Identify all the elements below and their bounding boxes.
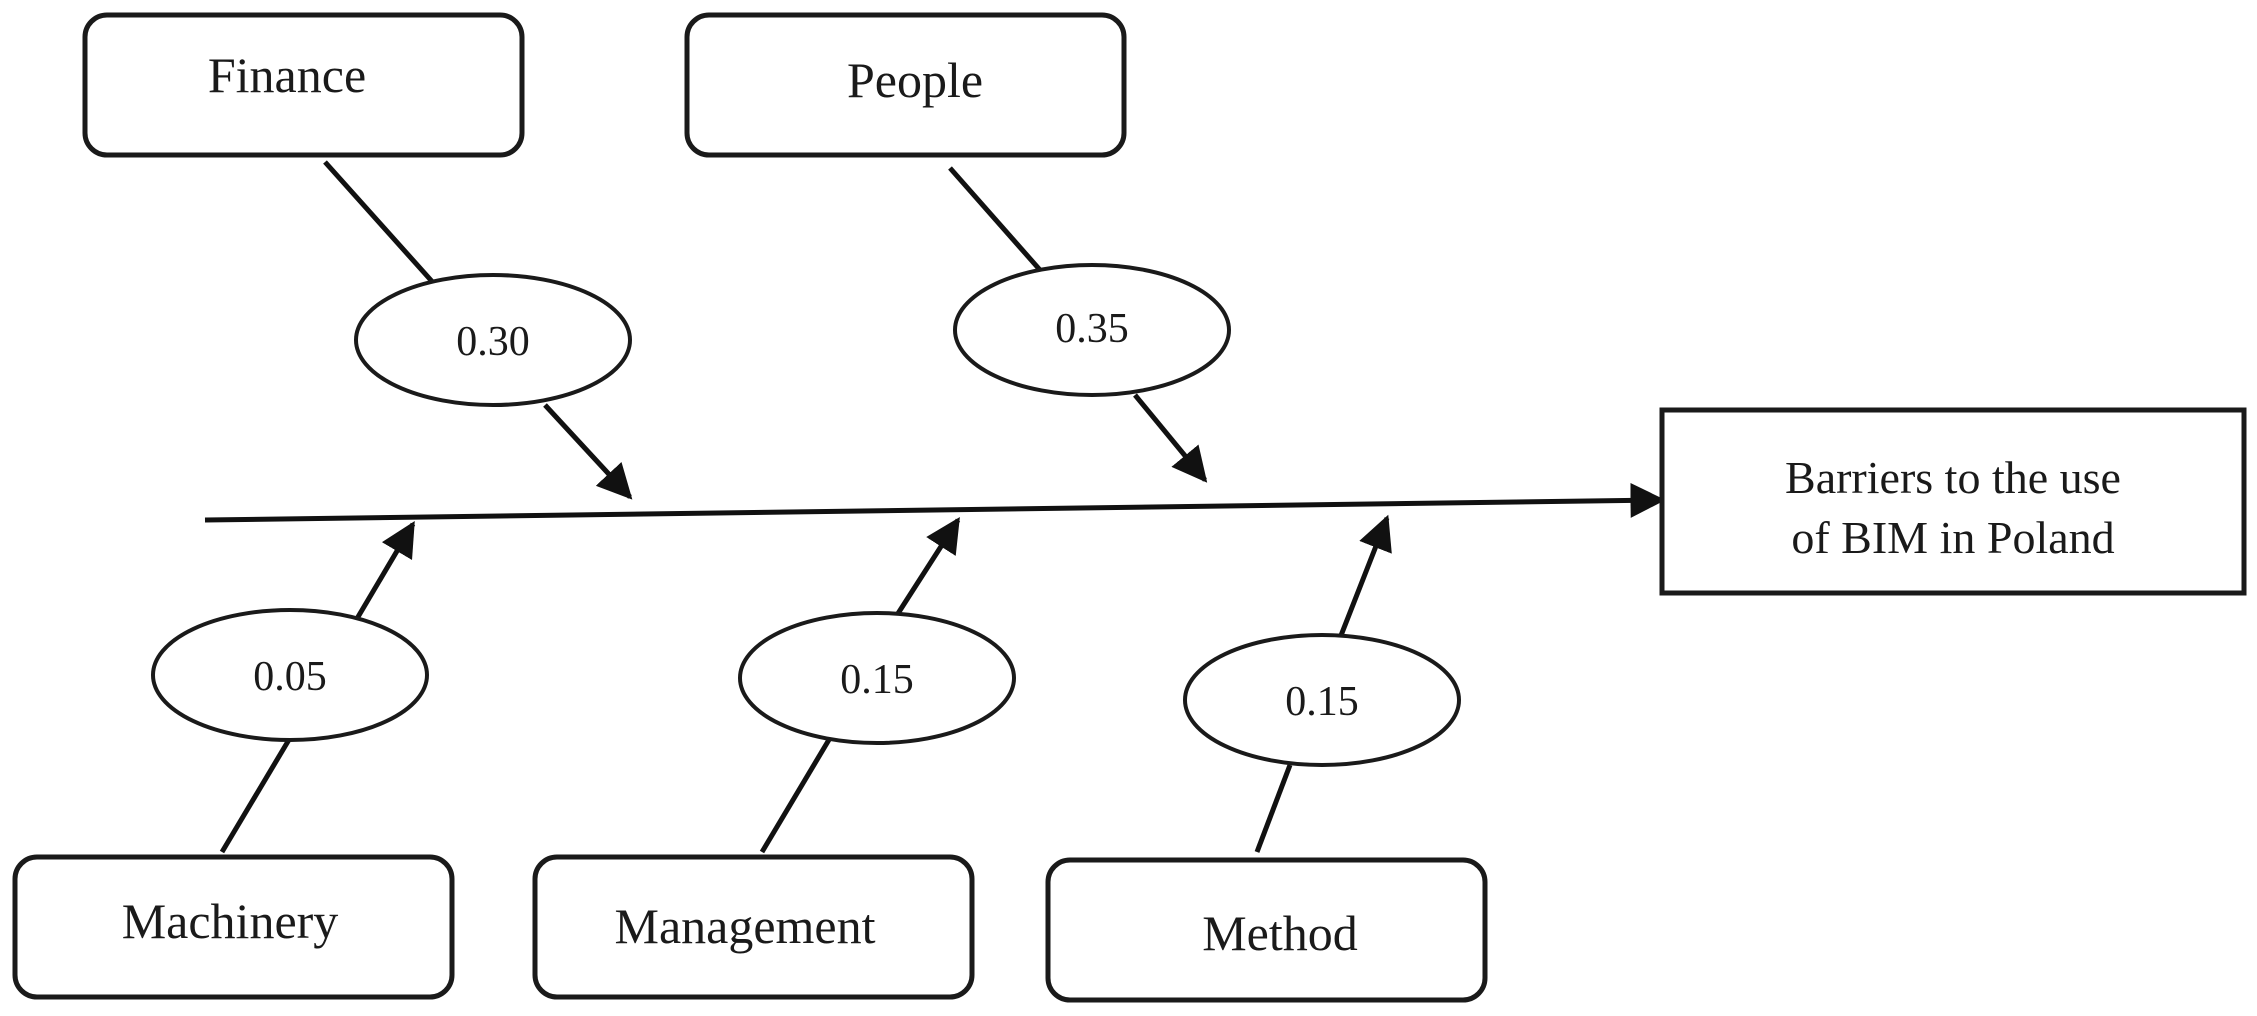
weight-label-machinery: 0.05 [253,654,327,700]
weight-label-finance: 0.30 [456,319,530,365]
effect-label-line1: Barriers to the use [1785,452,2121,503]
category-box-machinery [12,854,455,1000]
weight-ellipse-finance [354,273,632,407]
weight-ellipse-management [738,611,1016,745]
category-label-machinery: Machinery [122,893,339,949]
category-label-finance: Finance [208,47,366,103]
weight-label-method: 0.15 [1285,679,1359,725]
branch-management: Management 0.15 [532,517,1016,1000]
category-box-method [1045,857,1488,1003]
category-label-method: Method [1202,905,1358,961]
weight-ellipse-method [1183,633,1461,767]
branch-people: People 0.35 [684,12,1231,483]
category-box-finance [82,12,525,158]
category-label-management: Management [614,898,875,954]
effect-box: Barriers to the use of BIM in Poland [1659,407,2247,596]
spine-arrow [204,482,1666,523]
effect-label-line2: of BIM in Poland [1791,512,2114,563]
weight-ellipse-machinery [151,608,429,742]
category-box-management [532,854,975,1000]
category-box-people [684,12,1127,158]
branch-finance: Finance 0.30 [82,12,633,500]
category-label-people: People [847,52,983,108]
weight-ellipse-people [953,263,1231,397]
branch-method: Method 0.15 [1045,514,1488,1003]
branch-machinery: Machinery 0.05 [12,520,455,1000]
weight-label-management: 0.15 [840,657,914,703]
weight-label-people: 0.35 [1055,306,1129,352]
